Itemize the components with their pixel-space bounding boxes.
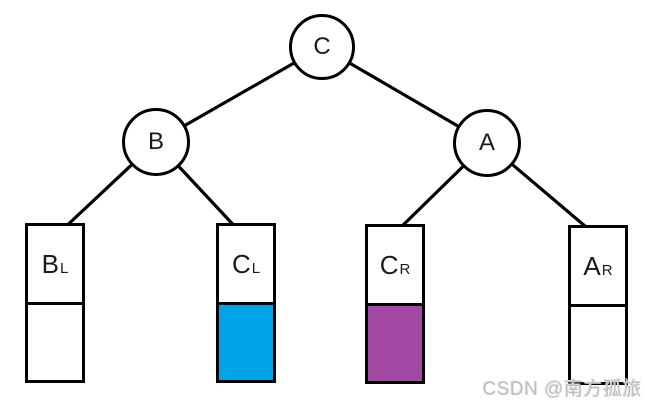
- leaf-cl-main-letter: C: [231, 248, 251, 279]
- leaf-ar-value-cell: [571, 303, 625, 382]
- leaf-ar-label-cell: A R: [571, 228, 625, 304]
- leaf-bl-value-cell: [28, 301, 82, 380]
- leaf-node-bl: B L: [25, 223, 85, 383]
- leaf-cl-label: C L: [232, 251, 260, 277]
- leaf-cl-subscript: L: [251, 259, 261, 277]
- tree-node-b-label: B: [147, 128, 164, 155]
- leaf-node-cl: C L: [216, 223, 276, 383]
- tree-node-a-label: A: [478, 129, 495, 156]
- leaf-cr-subscript: R: [399, 260, 411, 278]
- watermark: CSDN @南方孤旅: [482, 379, 642, 400]
- leaf-cr-main-letter: C: [379, 249, 399, 280]
- leaf-ar-label: A R: [583, 253, 612, 279]
- leaf-node-ar: A R: [568, 225, 628, 385]
- tree-node-a: A: [453, 109, 521, 177]
- leaf-cl-label-cell: C L: [219, 226, 273, 302]
- leaf-cr-label-cell: C R: [368, 227, 422, 303]
- leaf-bl-label-cell: B L: [28, 226, 82, 302]
- leaf-node-cr: C R: [365, 224, 425, 384]
- leaf-ar-subscript: R: [601, 261, 613, 279]
- tree-node-b: B: [122, 108, 190, 176]
- tree-node-c: C: [289, 14, 355, 80]
- leaf-bl-main-letter: B: [41, 248, 59, 279]
- leaf-bl-subscript: L: [60, 259, 69, 277]
- leaf-ar-main-letter: A: [583, 250, 601, 281]
- leaf-cl-value-cell: [219, 301, 273, 380]
- leaf-cr-value-cell: [368, 302, 422, 381]
- leaf-cr-label: C R: [380, 252, 411, 278]
- leaf-bl-label: B L: [42, 251, 69, 277]
- tree-node-c-label: C: [313, 33, 331, 60]
